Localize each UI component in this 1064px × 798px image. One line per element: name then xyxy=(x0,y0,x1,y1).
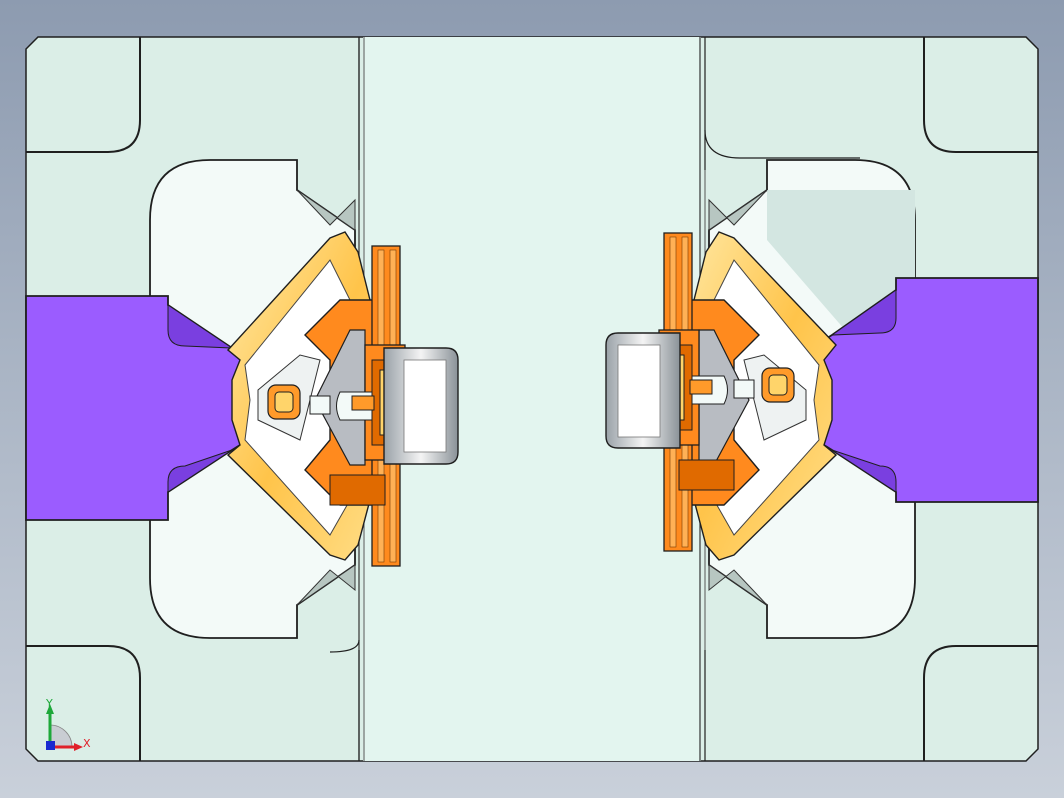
corner-pocket-bottom-left xyxy=(26,645,141,761)
x-axis-label: X xyxy=(83,737,91,750)
left-molded-part xyxy=(226,231,406,567)
axis-triad: Y X xyxy=(45,697,91,751)
x-axis-arrow-icon xyxy=(74,743,83,751)
right-ejector-bar xyxy=(605,332,681,449)
corner-pocket-bottom-right xyxy=(923,645,1038,761)
left-ejector-bar xyxy=(383,347,459,465)
right-slider-block xyxy=(815,277,1039,503)
y-axis-label: Y xyxy=(45,697,53,710)
plate-inner-edges xyxy=(329,37,860,761)
left-slider-block xyxy=(25,295,249,521)
z-axis-marker xyxy=(46,741,55,750)
corner-pocket-top-right xyxy=(923,37,1038,153)
y-axis-arrow-icon xyxy=(46,704,54,714)
corner-pocket-top-left xyxy=(26,37,141,153)
